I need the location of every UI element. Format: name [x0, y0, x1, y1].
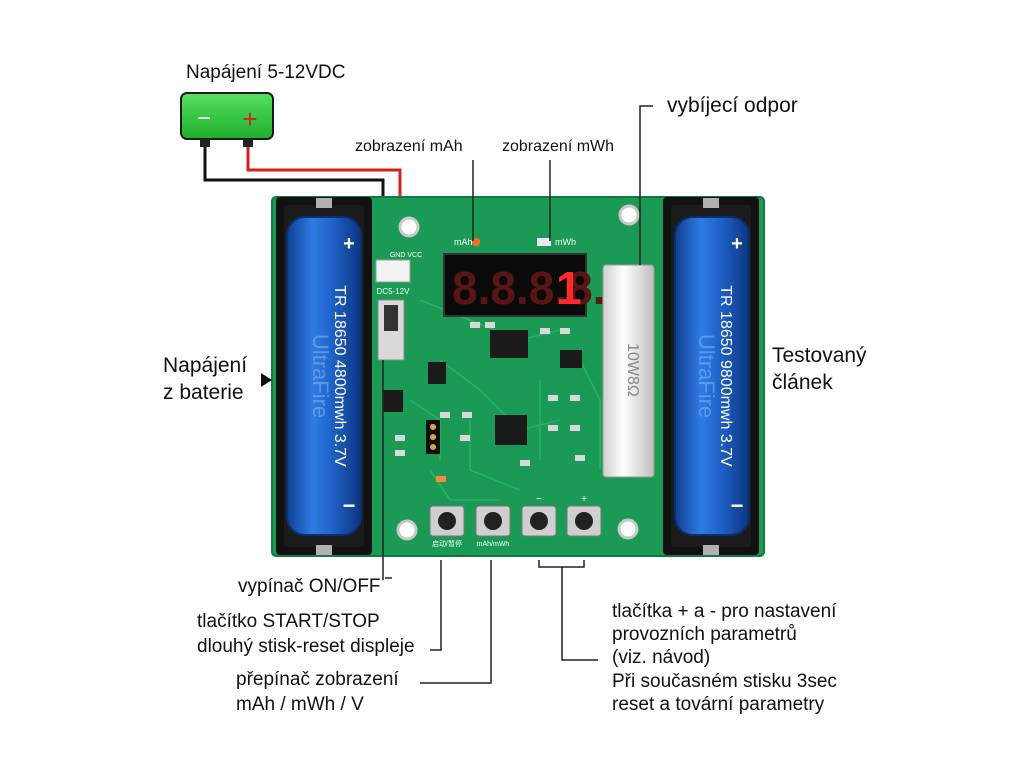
left-battery: + − TR 18650 4800mwh 3.7V UltraFire — [286, 216, 362, 536]
connector-label: DC5-12V — [377, 287, 411, 296]
button-label-plus: + — [581, 494, 587, 505]
display-switch-line-2: mAh / mWh / V — [236, 693, 364, 715]
onoff-switch-label: vypínač ON/OFF — [238, 576, 381, 597]
mwh-indicator-text: mWh — [555, 237, 576, 247]
arrow-to-battery — [261, 373, 272, 387]
start-stop-line-2: dlouhý stisk-reset displeje — [197, 635, 415, 657]
plus-minus-line-2: provozních parametrů — [612, 624, 797, 646]
mwh-indicator: mWh — [537, 237, 576, 247]
ic-chips — [383, 330, 582, 445]
battery-power-line-2: z baterie — [163, 381, 244, 405]
battery-power-line-1: Napájení — [163, 354, 248, 377]
power-connector: GND VCC DC5-12V — [375, 252, 422, 296]
mwh-display-label: zobrazení mWh — [502, 138, 615, 155]
button-label-start-stop: 启动/暂停 — [432, 539, 462, 548]
plus-minus-label: tlačítka + a - pro nastavení provozních … — [612, 600, 837, 716]
power-supply-label: Napájení 5-12VDC — [186, 62, 346, 83]
button-label-minus: − — [536, 494, 542, 505]
tested-cell-line-2: článek — [772, 371, 833, 395]
smd-components — [395, 322, 585, 466]
tested-cell-label: Testovaný článek — [772, 342, 867, 397]
minus-button[interactable] — [521, 505, 557, 537]
slide-switch — [377, 299, 405, 361]
display-digits: 8.8.8.8. — [452, 262, 605, 314]
start-stop-label: tlačítko START/STOP dlouhý stisk-reset d… — [197, 610, 415, 659]
plus-minus-line-1: tlačítka + a - pro nastavení — [612, 601, 837, 622]
svg-text:−: − — [731, 493, 744, 518]
tested-cell-line-1: Testovaný — [772, 344, 867, 367]
mah-indicator: mAh — [454, 237, 480, 247]
discharge-resistor-label: vybíjecí odpor — [667, 94, 798, 117]
display-switch-line-1: přepínač zobrazení — [236, 669, 399, 690]
mah-indicator-text: mAh — [454, 237, 473, 247]
leader-lines — [382, 105, 653, 684]
power-supply-box: − + — [180, 92, 274, 147]
header-pins — [426, 420, 440, 454]
right-battery: + − TR 18650 9800mwh 3.7V UltraFire — [674, 216, 750, 536]
svg-text:+: + — [731, 233, 743, 255]
display-switch-label: přepínač zobrazení mAh / mWh / V — [236, 668, 399, 717]
supply-plus-sign: + — [242, 104, 257, 134]
buttons-row: 启动/暂停 mAh/mWh − + — [429, 494, 602, 548]
resistor-text: 10W8Ω — [624, 343, 641, 397]
status-led — [436, 476, 446, 482]
display-last-digit: 1 — [556, 262, 582, 314]
svg-text:+: + — [343, 233, 355, 255]
plus-button[interactable] — [566, 505, 602, 537]
seven-seg-display: 8.8.8.8. 1 — [443, 253, 605, 317]
right-battery-brand: UltraFire — [694, 334, 719, 418]
connector-pins: GND VCC — [390, 252, 422, 259]
left-battery-brand: UltraFire — [308, 334, 333, 418]
start-stop-line-1: tlačítko START/STOP — [197, 611, 380, 632]
left-battery-text: TR 18650 4800mwh 3.7V — [331, 285, 348, 467]
mah-display-label: zobrazení mAh — [355, 138, 463, 155]
display-switch-button[interactable] — [475, 505, 511, 537]
svg-text:−: − — [343, 493, 356, 518]
plus-minus-line-5: reset a tovární parametry — [612, 693, 825, 715]
plus-minus-line-3: (viz. návod) — [612, 647, 711, 669]
plus-minus-line-4: Při současném stisku 3sec — [612, 670, 837, 692]
supply-minus-sign: − — [197, 105, 211, 132]
button-label-display: mAh/mWh — [477, 541, 510, 548]
right-battery-text: TR 18650 9800mwh 3.7V — [717, 285, 734, 467]
battery-power-label: Napájení z baterie — [163, 352, 247, 407]
discharge-resistor: 10W8Ω — [602, 264, 655, 478]
start-stop-button[interactable] — [429, 505, 465, 537]
